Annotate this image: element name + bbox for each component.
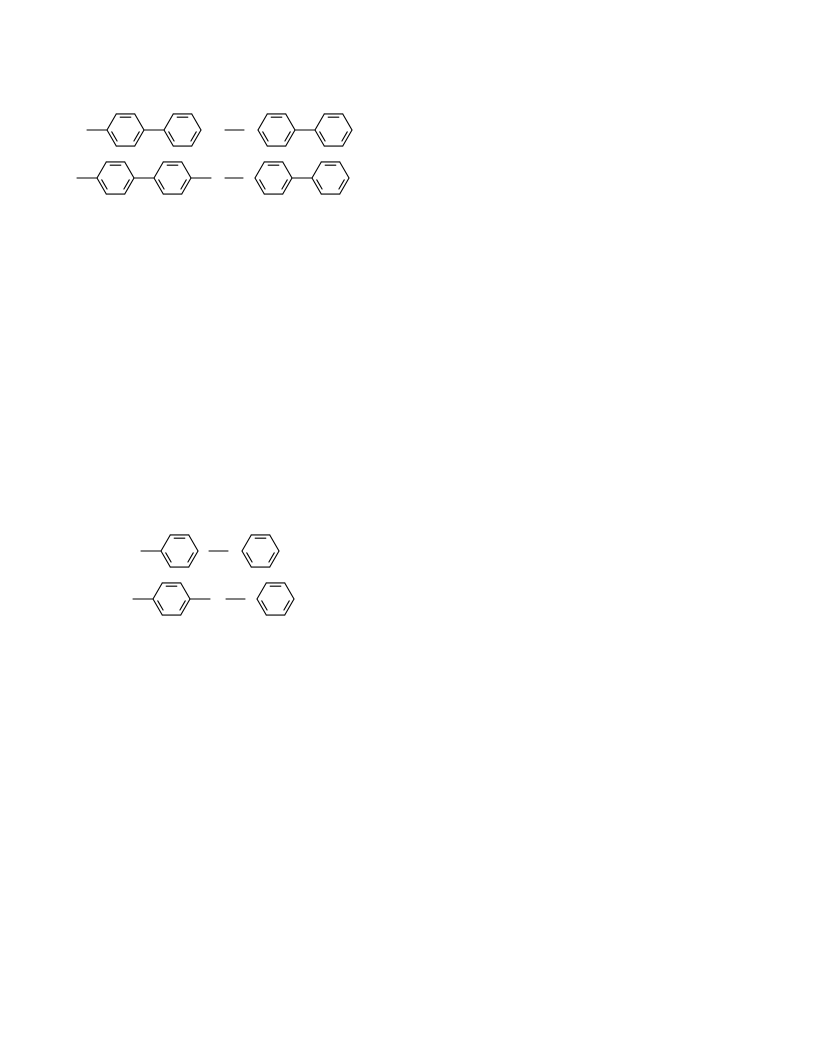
ring-bond bbox=[181, 177, 192, 195]
reaction-eq-1 bbox=[86, 113, 353, 147]
ring-bond bbox=[311, 161, 322, 179]
ring-bond bbox=[106, 113, 117, 131]
double-bond bbox=[268, 552, 275, 563]
double-bond bbox=[111, 131, 118, 142]
benzene-ring bbox=[314, 113, 353, 147]
ring-bond bbox=[163, 129, 174, 147]
benzene-ring bbox=[106, 113, 145, 147]
ring-bond bbox=[269, 534, 280, 552]
double-bond bbox=[261, 600, 268, 611]
ring-bond bbox=[339, 177, 350, 195]
double-bond bbox=[319, 131, 326, 142]
ring-bond bbox=[106, 129, 117, 147]
double-bond bbox=[341, 131, 348, 142]
reactant-molecule bbox=[86, 113, 202, 147]
ring-bond bbox=[134, 113, 145, 131]
ring-bond bbox=[257, 113, 268, 131]
benzene-ring bbox=[160, 534, 199, 568]
ring-bond bbox=[152, 598, 163, 616]
reactant-molecule bbox=[132, 582, 211, 616]
ring-bond bbox=[314, 113, 325, 131]
benzene-ring bbox=[257, 113, 296, 147]
reactant-molecule bbox=[76, 161, 212, 195]
double-bond bbox=[316, 179, 323, 190]
ring-bond bbox=[180, 598, 191, 616]
double-bond bbox=[123, 179, 130, 190]
product-molecule bbox=[241, 534, 280, 568]
ring-bond bbox=[96, 177, 107, 195]
ring-bond bbox=[134, 129, 145, 147]
ring-bond bbox=[153, 177, 164, 195]
ring-bond bbox=[191, 129, 202, 147]
benzene-ring bbox=[163, 113, 202, 147]
ring-bond bbox=[284, 598, 295, 616]
double-bond bbox=[259, 179, 266, 190]
ring-bond bbox=[163, 113, 174, 131]
benzene-ring bbox=[311, 161, 350, 195]
ring-bond bbox=[124, 177, 135, 195]
ring-bond bbox=[284, 582, 295, 600]
ring-bond bbox=[241, 550, 252, 568]
ring-bond bbox=[160, 550, 171, 568]
double-bond bbox=[165, 552, 172, 563]
ring-bond bbox=[339, 161, 350, 179]
double-bond bbox=[133, 131, 140, 142]
ring-bond bbox=[285, 113, 296, 131]
ring-bond bbox=[152, 582, 163, 600]
reaction-eq-2 bbox=[76, 161, 350, 195]
ring-bond bbox=[342, 129, 353, 147]
double-bond bbox=[168, 131, 175, 142]
ring-bond bbox=[256, 582, 267, 600]
reaction-eq-3 bbox=[140, 534, 280, 568]
double-bond bbox=[338, 179, 345, 190]
product-molecule bbox=[257, 113, 353, 147]
double-bond bbox=[101, 179, 108, 190]
double-bond bbox=[157, 600, 164, 611]
ring-bond bbox=[342, 113, 353, 131]
double-bond bbox=[190, 131, 197, 142]
double-bond bbox=[158, 179, 165, 190]
ring-bond bbox=[180, 582, 191, 600]
double-bond bbox=[284, 131, 291, 142]
double-bond bbox=[180, 179, 187, 190]
ring-bond bbox=[181, 161, 192, 179]
reactant-molecule bbox=[140, 534, 199, 568]
ring-bond bbox=[311, 177, 322, 195]
double-bond bbox=[179, 600, 186, 611]
ring-bond bbox=[285, 129, 296, 147]
ring-bond bbox=[314, 129, 325, 147]
ring-bond bbox=[188, 534, 199, 552]
ring-bond bbox=[282, 161, 293, 179]
ring-bond bbox=[188, 550, 199, 568]
ring-bond bbox=[282, 177, 293, 195]
ring-bond bbox=[254, 161, 265, 179]
double-bond bbox=[283, 600, 290, 611]
product-molecule bbox=[256, 582, 295, 616]
ring-bond bbox=[153, 161, 164, 179]
ring-bond bbox=[124, 161, 135, 179]
ring-bond bbox=[241, 534, 252, 552]
benzene-ring bbox=[152, 582, 191, 616]
ring-bond bbox=[256, 598, 267, 616]
ring-bond bbox=[257, 129, 268, 147]
benzene-ring bbox=[96, 161, 135, 195]
double-bond bbox=[281, 179, 288, 190]
double-bond bbox=[187, 552, 194, 563]
double-bond bbox=[246, 552, 253, 563]
ring-bond bbox=[254, 177, 265, 195]
benzene-ring bbox=[241, 534, 280, 568]
benzene-ring bbox=[256, 582, 295, 616]
benzene-ring bbox=[153, 161, 192, 195]
ring-bond bbox=[191, 113, 202, 131]
ring-bond bbox=[269, 550, 280, 568]
reaction-eq-4 bbox=[132, 582, 295, 616]
double-bond bbox=[262, 131, 269, 142]
product-molecule bbox=[254, 161, 350, 195]
ring-bond bbox=[160, 534, 171, 552]
benzene-ring bbox=[254, 161, 293, 195]
ring-bond bbox=[96, 161, 107, 179]
